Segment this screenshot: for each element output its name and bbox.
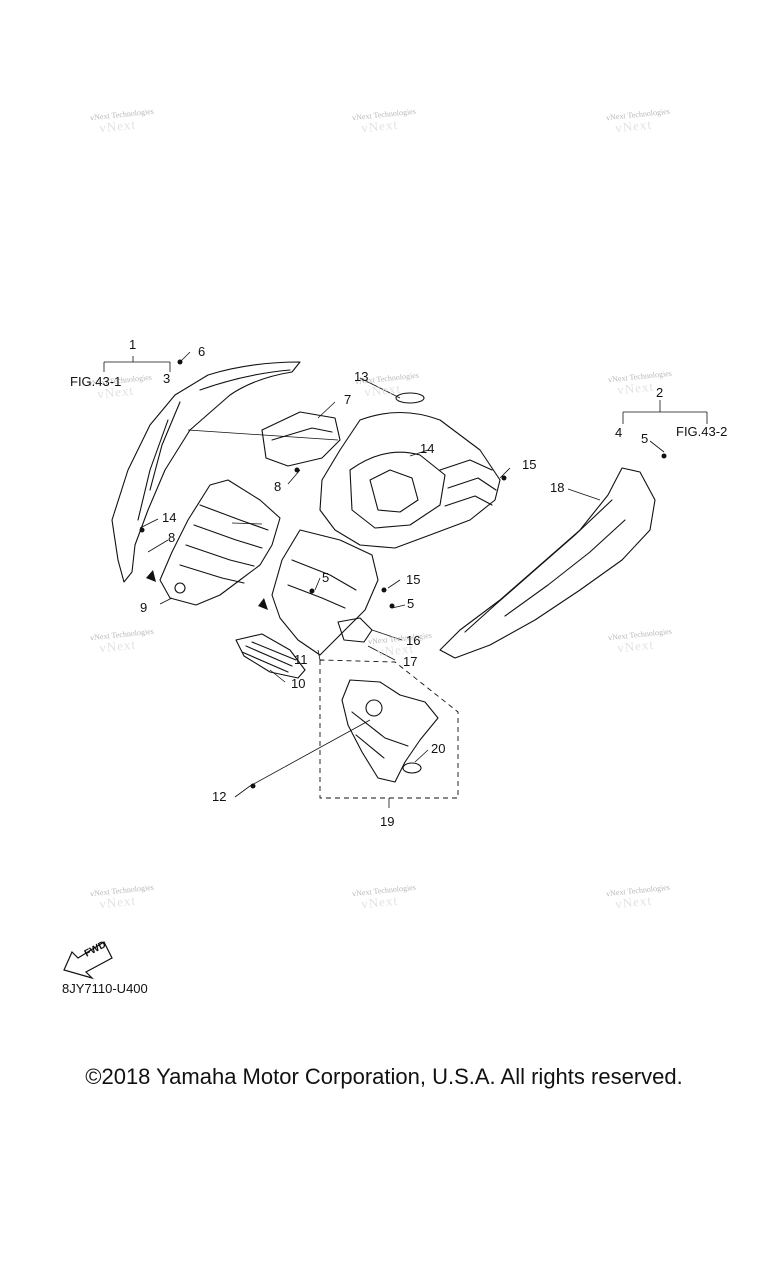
fwd-arrow-icon xyxy=(63,941,113,980)
callout-1: 1 xyxy=(129,337,137,352)
callout-7: 7 xyxy=(344,392,352,407)
part-19-lower-cowl xyxy=(341,679,439,783)
part-9-side-panel xyxy=(159,479,281,606)
callout-14: 14 xyxy=(162,510,177,525)
copyright-notice: ©2018 Yamaha Motor Corporation, U.S.A. A… xyxy=(85,1064,683,1089)
callout-11: 11 xyxy=(294,652,308,667)
part-17-bracket xyxy=(337,617,373,643)
fig-ref-right[interactable]: FIG.43-2 xyxy=(676,424,728,439)
arrow-marker-left xyxy=(146,570,156,582)
part-11-center-cowl xyxy=(271,529,379,656)
part-7-panel xyxy=(261,411,341,467)
callout-15: 15 xyxy=(406,572,421,587)
callout-12: 12 xyxy=(212,789,227,804)
callout-14: 14 xyxy=(420,441,435,456)
callout-18: 18 xyxy=(550,480,565,495)
bracket-1 xyxy=(103,356,171,372)
fig-ref-left[interactable]: FIG.43-1 xyxy=(70,374,122,389)
assembly-19-boundary xyxy=(319,659,459,799)
callout-5: 5 xyxy=(407,596,415,611)
callout-16: 16 xyxy=(406,633,421,648)
callout-20: 20 xyxy=(431,741,446,756)
part-13-inner-cowl xyxy=(319,411,501,549)
callout-17: 17 xyxy=(403,654,418,669)
callout-5: 5 xyxy=(641,431,649,446)
callout-19: 19 xyxy=(380,814,395,829)
arrow-marker-center xyxy=(258,598,268,610)
callout-10: 10 xyxy=(291,676,306,691)
part-3-left-cowl xyxy=(111,361,301,583)
callout-6: 6 xyxy=(198,344,206,359)
callout-3: 3 xyxy=(163,371,171,386)
callout-2: 2 xyxy=(656,385,664,400)
callout-9: 9 xyxy=(140,600,148,615)
part-10-grill xyxy=(235,633,306,679)
bracket-2 xyxy=(622,400,708,424)
callout-8: 8 xyxy=(168,530,176,545)
callout-13: 13 xyxy=(354,369,369,384)
callout-4: 4 xyxy=(615,425,623,440)
diagram-code: 8JY7110-U400 xyxy=(62,981,148,996)
callout-15: 15 xyxy=(522,457,537,472)
callout-8: 8 xyxy=(274,479,282,494)
callout-5: 5 xyxy=(322,570,330,585)
